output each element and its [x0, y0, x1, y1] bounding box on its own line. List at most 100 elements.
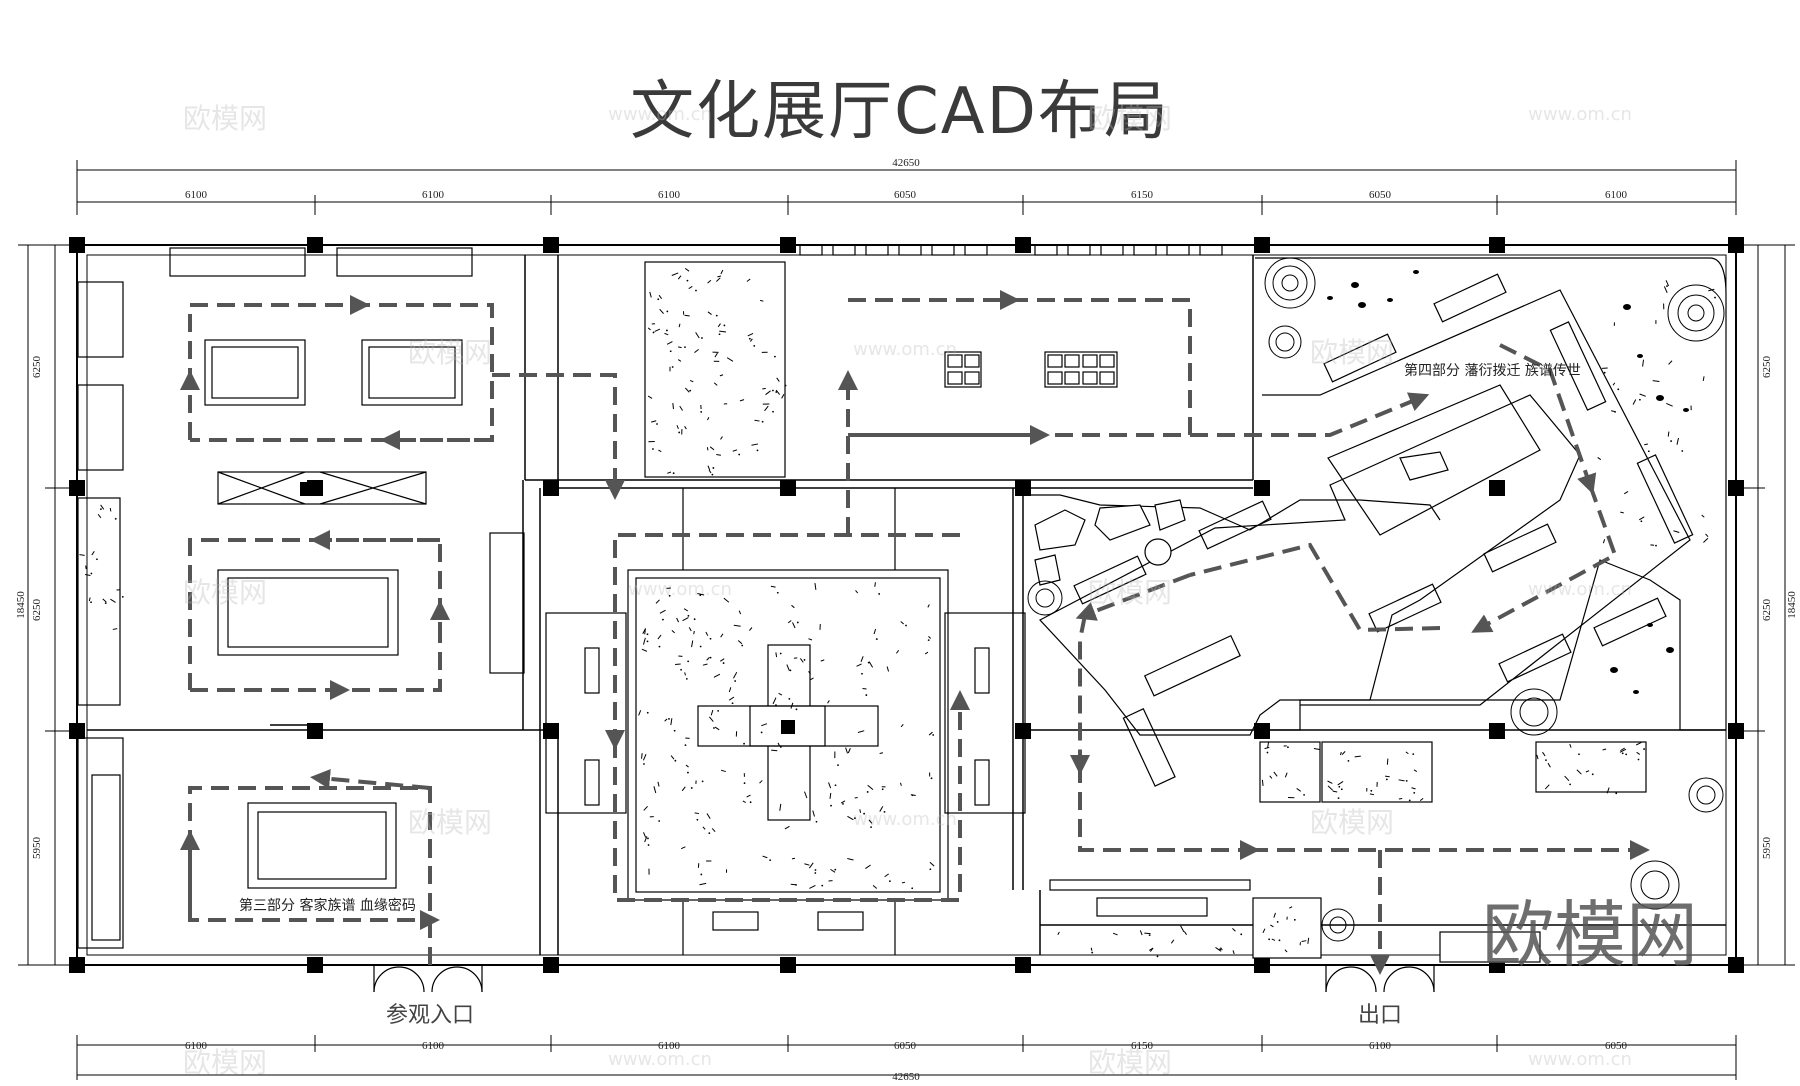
watermark-logo-large: 欧模网 [1482, 893, 1698, 977]
gravel-speck [1569, 743, 1572, 748]
gravel-speck [900, 782, 902, 786]
gravel-speck [676, 617, 680, 623]
top-dimension-lines [18, 160, 1795, 1080]
gravel-speck [1273, 771, 1278, 777]
gravel-dot [1666, 285, 1668, 287]
watermark-url: www.om.cn [628, 579, 732, 600]
gravel-speck [716, 453, 721, 456]
gravel-dot [1637, 758, 1640, 761]
watermark-logo: 欧模网 [1088, 1046, 1172, 1079]
gravel-speck [1057, 931, 1060, 936]
gravel-speck [1703, 537, 1709, 543]
gravel-dot [717, 710, 720, 712]
gravel-dot [646, 640, 649, 643]
gravel-dot [709, 637, 712, 640]
gravel-speck [1267, 741, 1270, 749]
garden-rocks [1034, 451, 1449, 586]
gravel-dot [686, 279, 689, 282]
gravel-dot [1681, 450, 1684, 452]
gravel-speck [1611, 410, 1615, 413]
gravel-speck [1220, 947, 1223, 951]
gravel-dot [1578, 753, 1580, 756]
gravel-speck [711, 828, 716, 832]
gravel-speck [1668, 360, 1673, 365]
gravel-speck [1271, 938, 1276, 941]
gravel-dot [821, 884, 824, 887]
gravel-dot [666, 310, 669, 313]
gravel-speck [720, 658, 725, 662]
gravel-speck [868, 819, 873, 824]
gravel-speck [781, 393, 785, 399]
gravel-dot [865, 694, 868, 696]
gravel-speck [927, 604, 930, 608]
gravel-speck [896, 650, 900, 654]
gravel-dot [748, 337, 751, 340]
gravel-speck [706, 447, 709, 451]
gravel-speck [655, 599, 660, 604]
gravel-speck [901, 881, 906, 884]
gravel-speck [1644, 443, 1648, 446]
gravel-dot [878, 593, 881, 595]
gravel-speck [695, 332, 700, 339]
gravel-speck [1419, 797, 1424, 802]
gravel-speck [929, 861, 935, 867]
gravel-speck [759, 780, 763, 784]
gravel-dot [1569, 783, 1572, 786]
gravel-speck [642, 754, 647, 761]
gravel-speck [91, 551, 95, 556]
gravel-speck [770, 585, 776, 588]
gravel-speck [879, 806, 884, 812]
bottom-segment-dim-2: 6100 [422, 1040, 445, 1052]
gravel-dot [666, 329, 668, 332]
gravel-dot [1413, 791, 1416, 794]
gravel-dot [775, 704, 777, 707]
gravel-speck [1606, 787, 1610, 794]
gravel-dot [784, 384, 787, 387]
gravel-speck [778, 692, 783, 696]
gravel-speck [732, 449, 738, 452]
gravel-texture [79, 267, 1716, 958]
gravel-speck [684, 267, 690, 272]
gravel-speck [664, 332, 669, 336]
gravel-dot [870, 826, 872, 829]
gravel-speck [647, 327, 651, 331]
planters-lower-right [1252, 741, 1647, 963]
gravel-speck [1576, 769, 1582, 775]
watermark-url: www.om.cn [853, 809, 957, 830]
gravel-dot [743, 782, 746, 785]
gravel-speck [1262, 928, 1266, 934]
gravel-speck [79, 554, 85, 556]
gravel-dot [684, 346, 686, 349]
gravel-dot [104, 602, 107, 605]
gravel-speck [1620, 747, 1625, 752]
gravel-speck [680, 846, 686, 850]
gravel-speck [642, 628, 646, 634]
right-segment-dim-3: 5950 [1761, 837, 1773, 860]
gravel-dot [803, 659, 806, 661]
gravel-speck [827, 700, 830, 704]
gravel-speck [694, 812, 700, 815]
gravel-dot [114, 517, 117, 520]
gravel-speck [1232, 928, 1236, 932]
gravel-dot [669, 350, 672, 353]
gravel-dot [1219, 948, 1221, 951]
gravel-dot [867, 661, 870, 664]
gravel-speck [644, 836, 648, 843]
gravel-speck [847, 858, 854, 861]
gravel-dot [657, 298, 660, 301]
gravel-dot [779, 652, 782, 655]
gravel-speck [1652, 380, 1660, 382]
gravel-dot [1670, 440, 1673, 442]
gravel-dot [761, 420, 764, 423]
gravel-speck [716, 277, 721, 282]
gravel-dot [687, 660, 690, 663]
gravel-speck [657, 634, 662, 640]
gravel-dot [881, 788, 884, 791]
gravel-speck [1411, 787, 1416, 790]
gravel-speck [1619, 748, 1627, 753]
gravel-dot [672, 472, 675, 475]
gravel-dot [643, 763, 645, 765]
gravel-speck [1547, 762, 1551, 768]
gravel-dot [652, 331, 655, 334]
gravel-speck [653, 786, 657, 794]
